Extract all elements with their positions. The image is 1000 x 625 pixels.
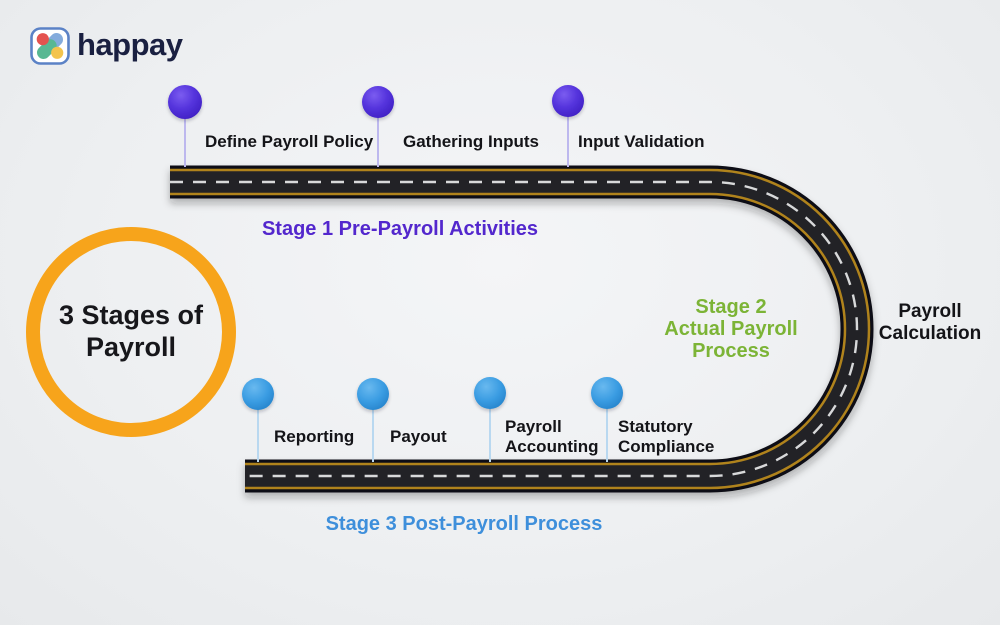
- pin-reporting: [242, 378, 274, 410]
- pin-define-payroll-policy: [168, 85, 202, 119]
- pin-statutory-compliance: [591, 377, 623, 409]
- road-center-dash-line: [170, 180, 859, 478]
- milestone-label-statutory-compliance: Statutory Compliance: [618, 417, 715, 456]
- pin-payout: [357, 378, 389, 410]
- pin-gathering-inputs: [362, 86, 394, 118]
- happay-logo-icon: [30, 27, 70, 65]
- post-payroll-pins: [242, 377, 623, 462]
- stage-2-label: Stage 2 Actual Payroll Process: [664, 296, 798, 362]
- milestone-label-reporting: Reporting: [274, 427, 355, 446]
- milestone-label-payout: Payout: [390, 427, 447, 446]
- infographic-title: 3 Stages of Payroll: [58, 300, 204, 362]
- milestone-label-define-payroll-policy: Define Payroll Policy: [205, 132, 374, 151]
- pin-payroll-accounting: [474, 377, 506, 409]
- stage-1-label: Stage 1 Pre-Payroll Activities: [261, 218, 539, 240]
- title-circle: 3 Stages of Payroll: [26, 227, 236, 437]
- pin-input-validation: [552, 85, 584, 117]
- happay-logo: happay: [30, 27, 183, 65]
- milestone-label-input-validation: Input Validation: [578, 132, 705, 151]
- milestone-label-gathering-inputs: Gathering Inputs: [403, 132, 539, 151]
- payroll-calculation-annotation: Payroll Calculation: [878, 301, 982, 344]
- pre-payroll-pins: [168, 85, 584, 167]
- milestone-label-payroll-accounting: Payroll Accounting: [505, 417, 599, 456]
- brand-wordmark: happay: [77, 26, 183, 62]
- road-path: [170, 165, 874, 493]
- stage-3-label: Stage 3 Post-Payroll Process: [325, 513, 603, 535]
